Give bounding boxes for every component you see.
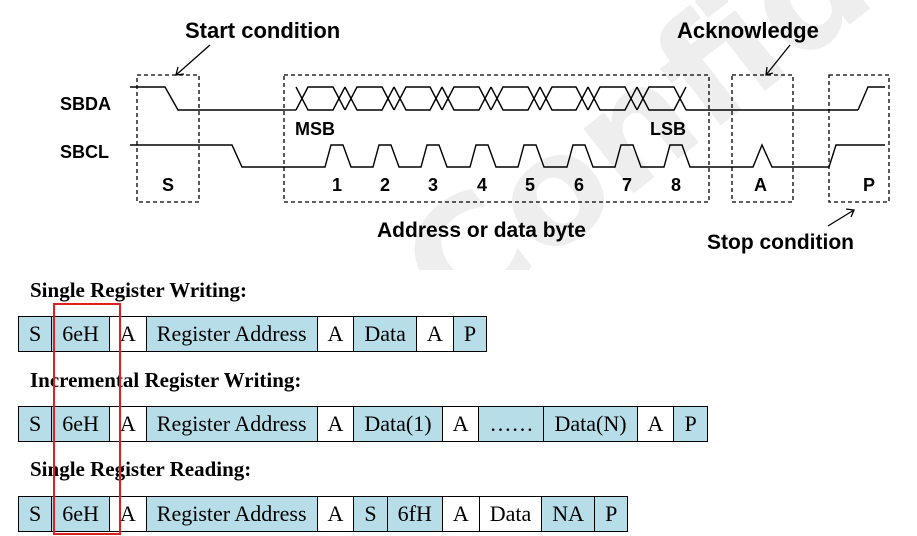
frame-cell: Register Address — [146, 317, 318, 351]
frame-cell: S — [19, 407, 53, 441]
stop-arrowhead — [845, 208, 855, 218]
scl-label: SBCL — [60, 142, 109, 162]
incremental-write-title: Incremental Register Writing: — [30, 368, 302, 392]
frame-cell: Register Address — [146, 407, 318, 441]
bit-number: 2 — [380, 175, 390, 195]
frame-cell: A — [109, 407, 147, 441]
bit-number: 8 — [671, 175, 681, 195]
timing-diagram: SC Confidential Start condition Acknowle… — [60, 0, 917, 270]
frame-cell: A — [109, 497, 147, 531]
frame-cell: S — [19, 497, 53, 531]
frame-cell: A — [109, 317, 147, 351]
bit-number: 6 — [574, 175, 584, 195]
single-write-title: Single Register Writing: — [30, 278, 247, 302]
scl-pulses — [284, 144, 709, 168]
frame-cell: P — [595, 497, 629, 531]
frame-cell: P — [453, 317, 488, 351]
frame-cell: A — [637, 407, 675, 441]
ack-box-label: A — [754, 175, 767, 195]
sda-bit-cell-bottom — [295, 86, 346, 111]
start-condition-box — [136, 74, 200, 203]
start-arrow — [175, 44, 211, 76]
bit-number: 7 — [622, 175, 632, 195]
bit-number: 1 — [332, 175, 342, 195]
sda-bit-cell-bottom — [636, 86, 687, 111]
frame-cell: 6eH — [52, 407, 110, 441]
sda-bit-cell-bottom — [441, 86, 492, 111]
frame-cell: …… — [479, 407, 545, 441]
start-arrowhead — [175, 66, 185, 76]
stop-box-label: P — [863, 175, 875, 195]
data-byte-box — [283, 74, 710, 203]
sda-start-wave — [130, 86, 284, 111]
sda-bit-cell-top — [344, 86, 395, 111]
frame-cell: S — [354, 497, 388, 531]
bit-number: 4 — [477, 175, 487, 195]
bit-number: 5 — [525, 175, 535, 195]
scl-ack-pulse — [709, 143, 829, 168]
frame-cell: A — [442, 407, 480, 441]
frame-cell: Data — [479, 497, 543, 531]
frame-cell: 6eH — [52, 497, 110, 531]
frame-cell: A — [317, 317, 355, 351]
frame-cell: Data(1) — [354, 407, 443, 441]
sda-bit-cell-bottom — [539, 86, 589, 111]
sda-bit-cell-top — [295, 86, 346, 111]
scl-stop-wave — [828, 144, 885, 168]
frame-cell: A — [442, 497, 480, 531]
ack-arrowhead — [765, 66, 774, 76]
sda-bit-cell-top — [393, 86, 443, 111]
frame-cell: 6eH — [52, 317, 110, 351]
sda-bit-cell-bottom — [587, 86, 638, 111]
sda-bit-cell-bottom — [393, 86, 443, 111]
sda-label: SBDA — [60, 94, 111, 114]
scl-start-wave — [130, 144, 284, 168]
start-box-label: S — [162, 175, 174, 195]
device-address-highlight — [53, 303, 121, 535]
frame-cell: A — [317, 497, 355, 531]
frame-cell: P — [674, 407, 708, 441]
single-read-title: Single Register Reading: — [30, 457, 252, 481]
address-caption: Address or data byte — [377, 219, 586, 242]
frame-cell: NA — [542, 497, 596, 531]
ack-arrow — [765, 44, 791, 76]
frame-cell: A — [416, 317, 454, 351]
sda-data-wave — [284, 86, 709, 111]
bit-number: 3 — [428, 175, 438, 195]
bit-numbers: 1 2 3 4 5 6 7 8 — [332, 175, 681, 195]
stop-condition-caption: Stop condition — [707, 231, 854, 254]
frame-cell: S — [19, 317, 53, 351]
sda-bit-cell-top — [441, 86, 492, 111]
sda-bit-cell-bottom — [490, 86, 541, 111]
start-condition-title: Start condition — [185, 18, 340, 43]
frame-cell: Register Address — [146, 497, 318, 531]
lsb-label: LSB — [650, 119, 686, 139]
frame-cell: A — [317, 407, 355, 441]
sda-stop-wave — [857, 86, 885, 111]
stop-condition-box — [828, 74, 890, 203]
frame-cell: Data(N) — [544, 407, 638, 441]
frame-cell: Data — [354, 317, 417, 351]
frame-cell: 6fH — [387, 497, 443, 531]
sda-bit-cell-bottom — [344, 86, 395, 111]
stop-arrow — [827, 209, 855, 227]
acknowledge-box — [731, 74, 794, 203]
msb-label: MSB — [295, 119, 335, 139]
acknowledge-title: Acknowledge — [677, 18, 819, 43]
